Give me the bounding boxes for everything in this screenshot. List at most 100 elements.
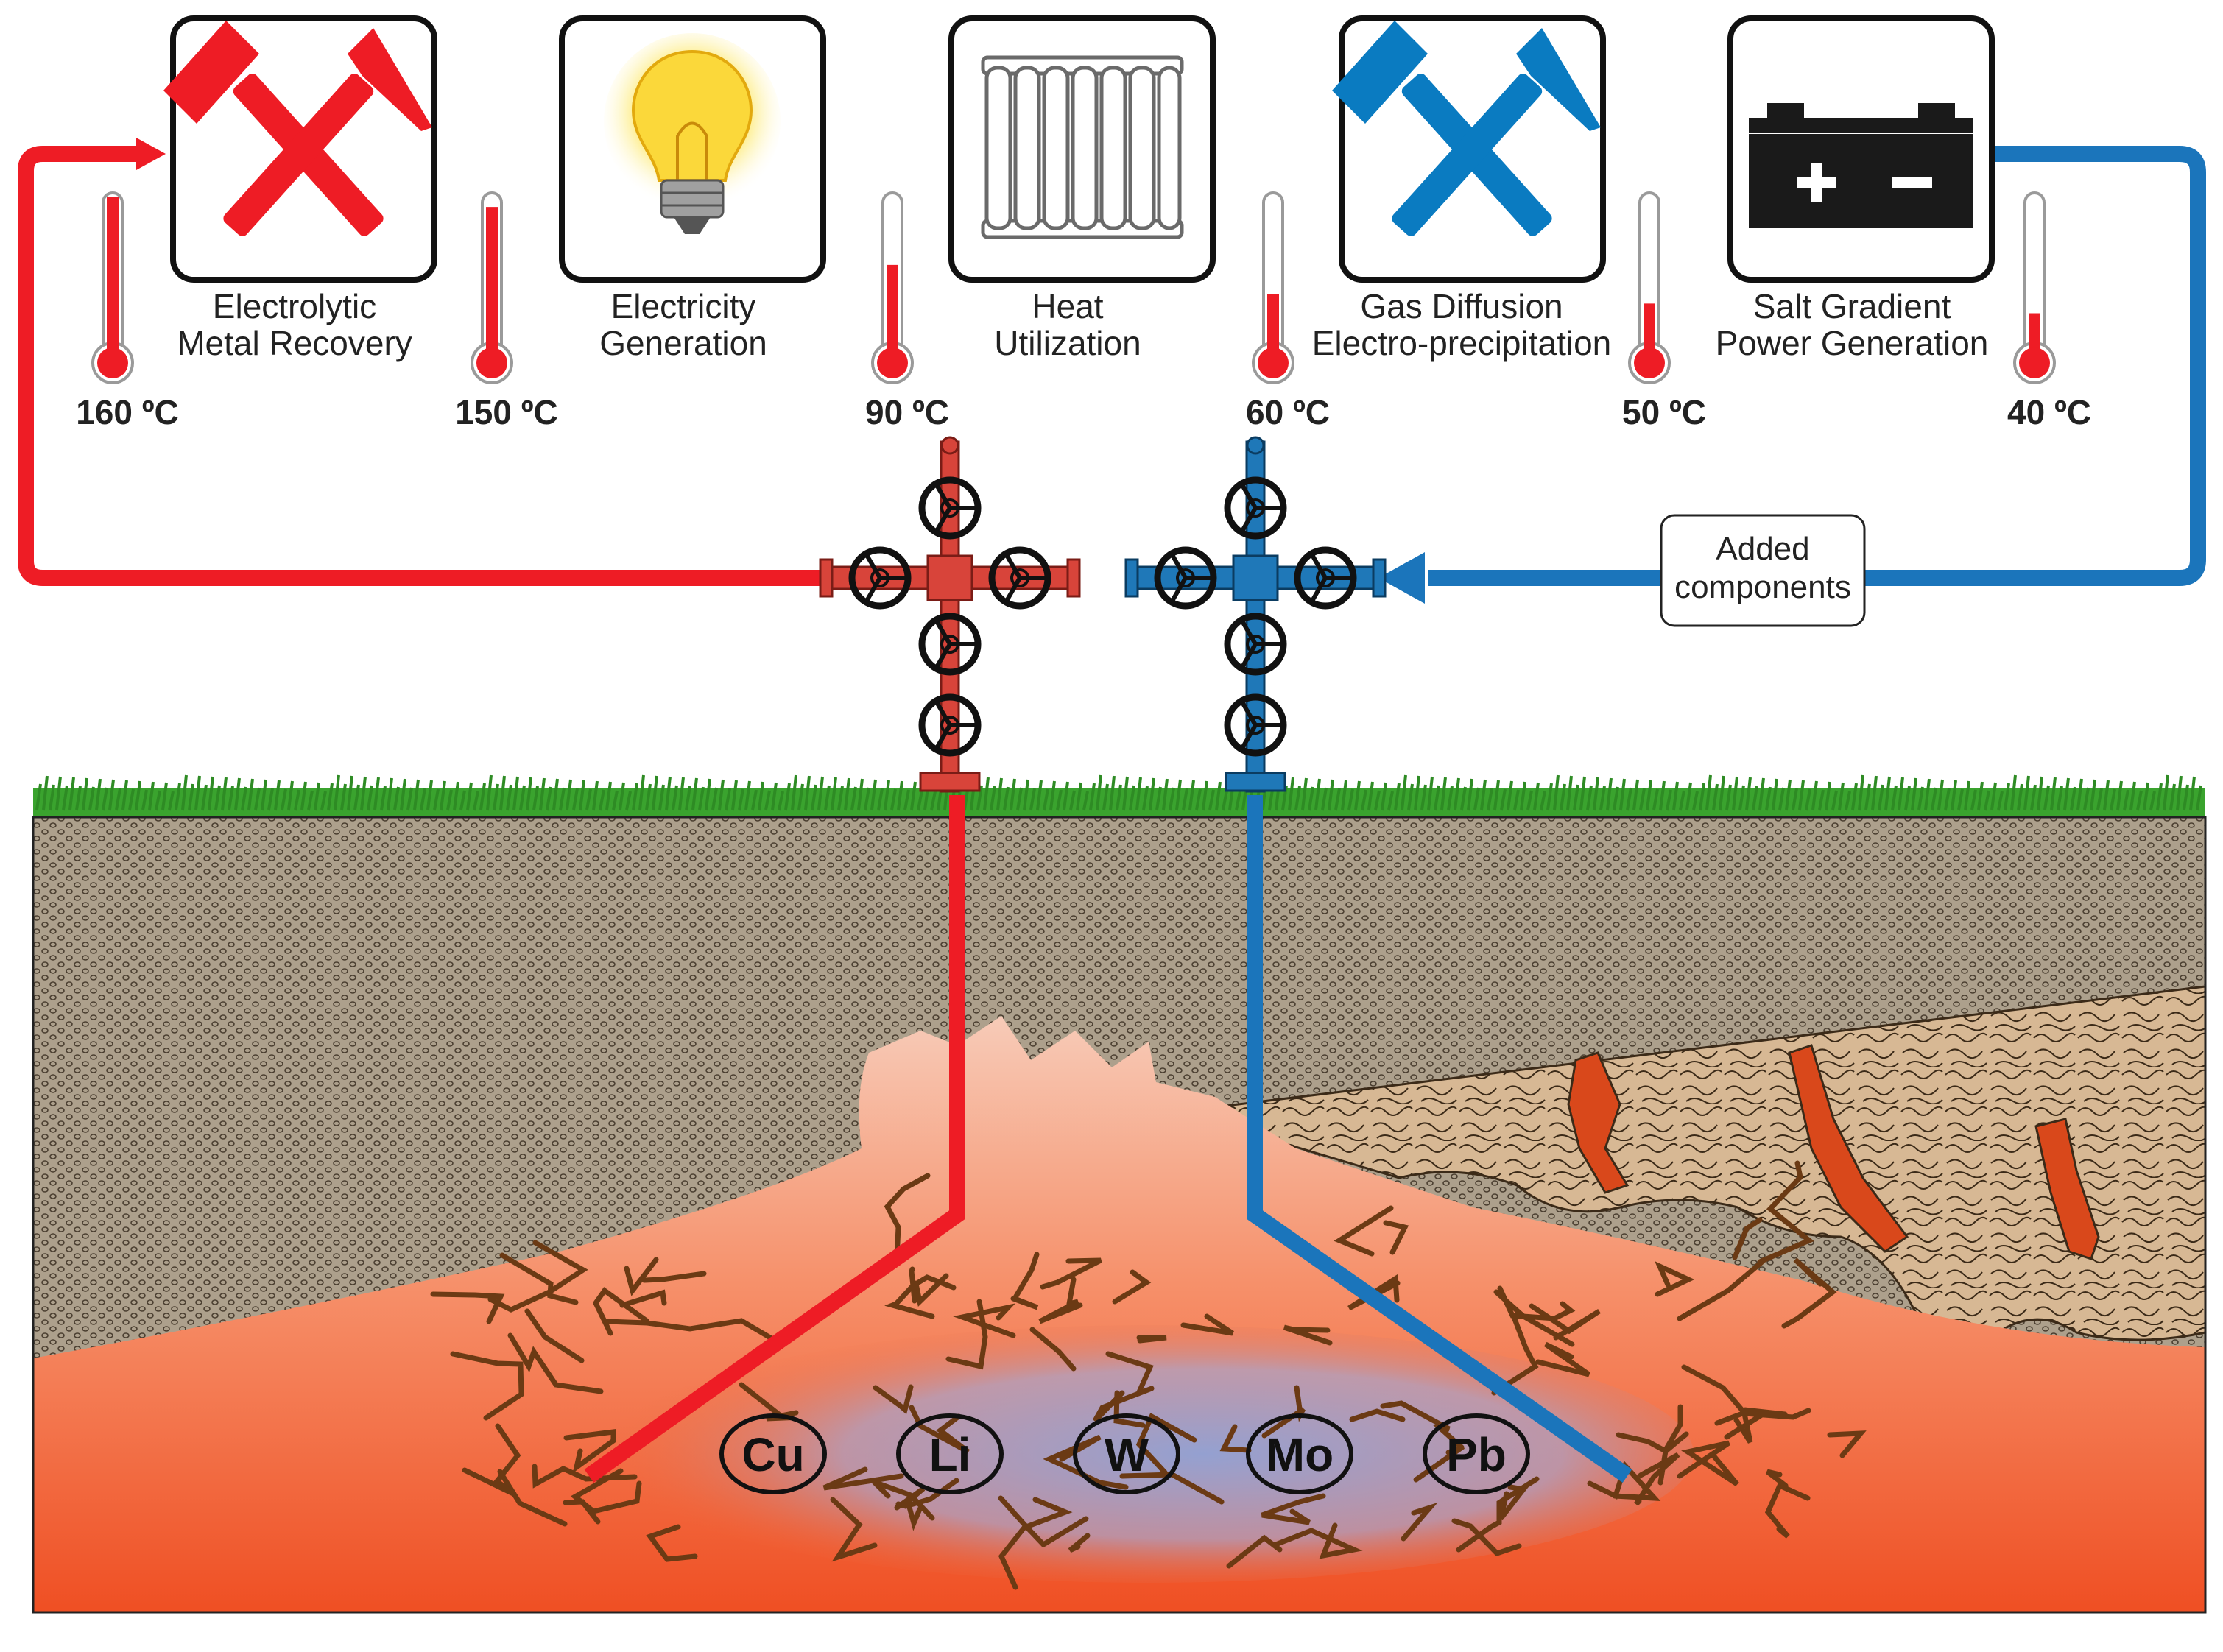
altered-rock-zone xyxy=(1177,985,2207,1345)
fracture xyxy=(1681,1364,1749,1426)
fracture xyxy=(1498,1484,1529,1521)
grass-blade xyxy=(1917,786,1924,811)
grass-blade xyxy=(778,791,784,811)
fracture xyxy=(998,1495,1089,1548)
grass-blade xyxy=(2149,791,2156,811)
grass-blade xyxy=(685,786,691,811)
grass-blade xyxy=(1798,780,1805,811)
grass-blade xyxy=(1301,777,1308,811)
grass-blade xyxy=(1454,777,1460,811)
grass-blade xyxy=(2017,783,2023,811)
grass-blade xyxy=(983,777,990,811)
thermometer: 160 ºC xyxy=(76,191,179,431)
fracture xyxy=(1040,1257,1102,1290)
grass-blade xyxy=(1732,776,1738,811)
grass-blade xyxy=(108,779,115,811)
fracture xyxy=(1732,1217,1763,1260)
grass-blade xyxy=(1745,777,1752,811)
grass-blade xyxy=(373,777,380,811)
grass-blade xyxy=(784,783,791,811)
fracture xyxy=(998,1497,1073,1590)
fracture xyxy=(1226,1534,1283,1569)
fracture xyxy=(1451,1518,1522,1557)
grass-blade xyxy=(473,791,479,811)
stage-label: Electrolytic xyxy=(213,287,376,325)
grass-blade xyxy=(824,785,831,811)
grass-blade xyxy=(1692,791,1699,811)
stage-label: Power Generation xyxy=(1716,324,1989,362)
grass-blade xyxy=(579,780,585,811)
grass-blade xyxy=(1904,786,1911,811)
element-label: Li xyxy=(929,1428,971,1481)
grass-blade xyxy=(546,786,552,811)
grass-blade xyxy=(678,777,685,811)
grass-blade xyxy=(552,778,559,811)
fracture xyxy=(830,1497,878,1562)
thermometer-bulb xyxy=(1258,347,1289,378)
element-mo: Mo xyxy=(1246,1413,1353,1494)
grass-blade xyxy=(1500,788,1507,811)
grass-blade xyxy=(990,786,996,811)
fracture xyxy=(1271,1522,1363,1559)
fracture xyxy=(1529,1303,1601,1341)
fracture xyxy=(1757,1160,1814,1265)
stage-box-salt-gradient: Salt Gradient Power Generation xyxy=(1716,15,1995,362)
grass-blade xyxy=(55,776,62,811)
grass-blade xyxy=(214,785,221,811)
grass-blade xyxy=(1487,788,1493,811)
grass-blade xyxy=(1387,791,1394,811)
grass-blade xyxy=(1666,789,1672,811)
grass-blade xyxy=(181,774,188,811)
grass-blade xyxy=(2129,781,2136,811)
grass-blade xyxy=(1029,788,1036,811)
fracture xyxy=(430,1291,505,1324)
grass-blade xyxy=(1931,787,1937,811)
element-pb: Pb xyxy=(1423,1413,1530,1494)
grass-blade xyxy=(1990,782,1997,811)
grass-blade xyxy=(1944,788,1951,811)
valve-wheel-icon xyxy=(918,613,982,676)
grass-blade xyxy=(95,778,102,811)
grass-blade xyxy=(539,777,546,811)
temperature-label: 160 ºC xyxy=(76,393,179,431)
grass-blade xyxy=(1334,788,1341,811)
grass-blade xyxy=(1891,785,1898,811)
stage-box-electricity-generation: Electricity Generation xyxy=(559,15,826,362)
grass-blade xyxy=(88,786,95,811)
grass-blade xyxy=(1394,783,1401,811)
fracture xyxy=(1135,1413,1197,1475)
grass-blade xyxy=(393,786,400,811)
thermometer: 40 ºC xyxy=(2007,191,2091,431)
grass-blade xyxy=(1553,774,1560,811)
grass-blade xyxy=(2163,774,2169,811)
grass-blade xyxy=(996,777,1003,811)
grass-blade xyxy=(1102,783,1109,811)
valve-wheel-icon xyxy=(1224,693,1287,757)
grass-blade xyxy=(247,778,254,811)
grass-blade xyxy=(420,788,426,811)
grass-blade xyxy=(406,787,413,811)
grass-blade xyxy=(234,777,241,811)
grass-blade xyxy=(1036,780,1043,811)
grass-blade xyxy=(141,789,148,811)
thermometer-fill xyxy=(2029,313,2040,356)
grass-blade xyxy=(2083,787,2090,811)
grass-blade xyxy=(327,783,334,811)
valve-wheel-icon xyxy=(848,546,912,610)
valve-wheel-icon xyxy=(918,693,982,757)
fracture xyxy=(894,1486,926,1531)
fracture xyxy=(1380,1400,1465,1450)
grass-blade xyxy=(281,788,287,811)
grass-blade xyxy=(1235,791,1241,811)
grass-blade xyxy=(446,789,453,811)
temperature-label: 150 ºC xyxy=(455,393,558,431)
grass-blade xyxy=(1401,774,1407,811)
grass-blade xyxy=(1560,783,1566,811)
grass-blade xyxy=(1142,786,1149,811)
grass-blade xyxy=(1162,778,1169,811)
fracture xyxy=(953,1303,1016,1338)
fracture xyxy=(1827,1430,1867,1458)
fracture xyxy=(624,1257,659,1296)
grass-blade xyxy=(493,783,499,811)
